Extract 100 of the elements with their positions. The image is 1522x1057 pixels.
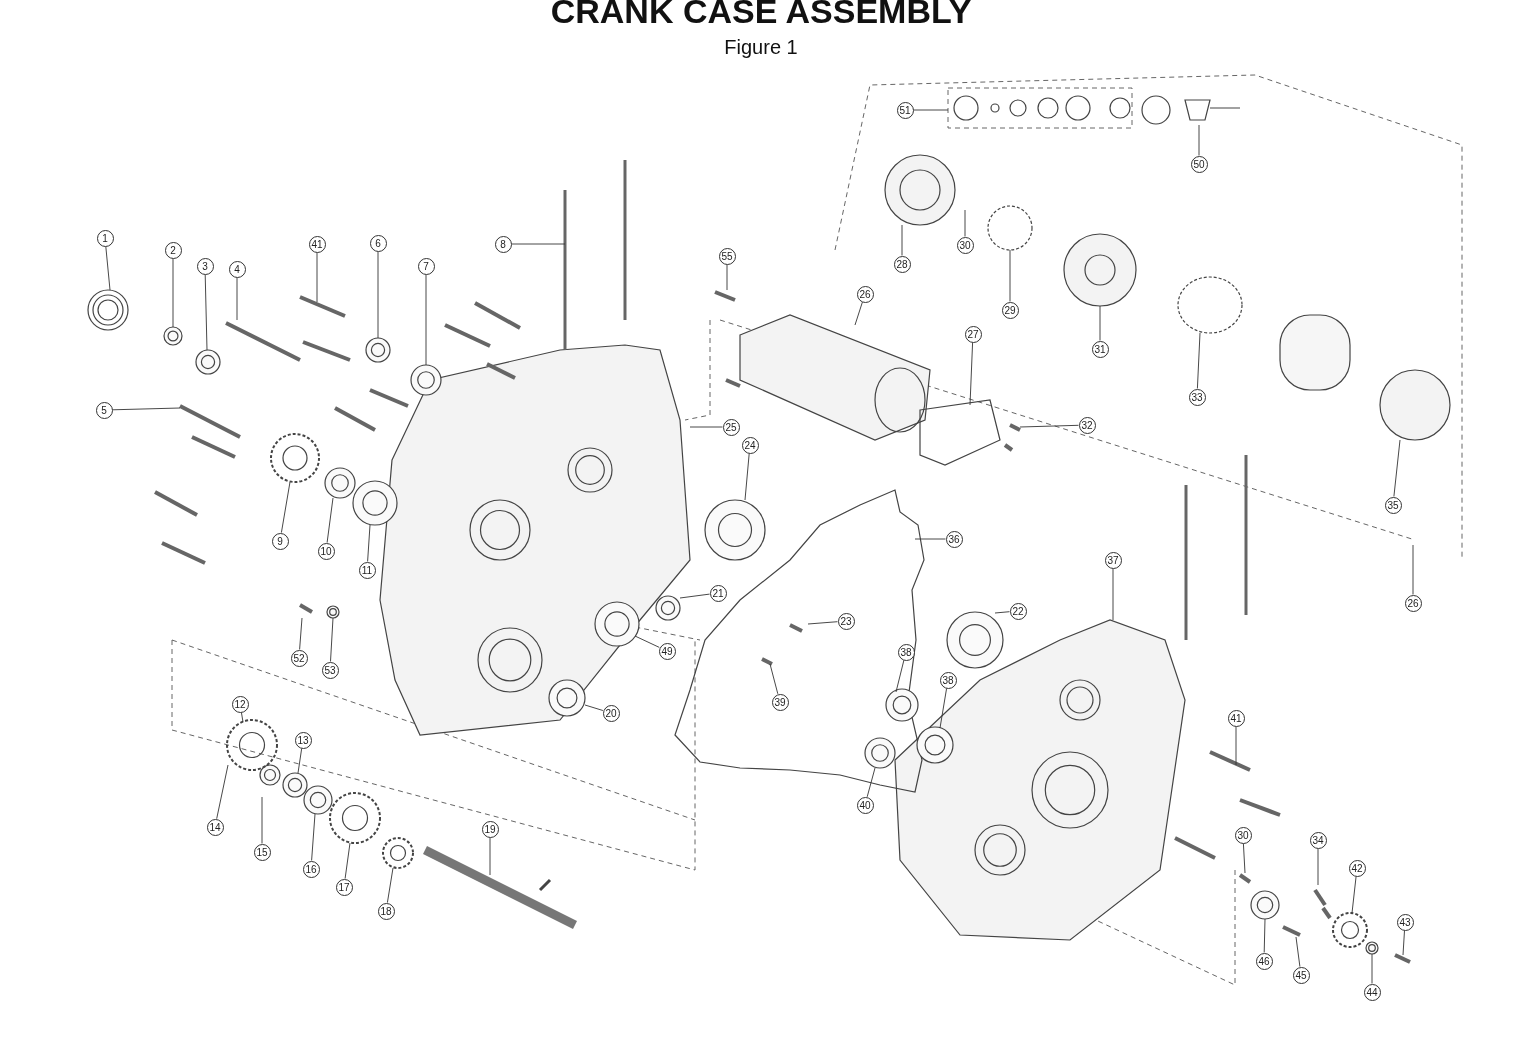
leader-line bbox=[584, 704, 604, 711]
callout-number: 38 bbox=[939, 671, 957, 689]
callout-number: 19 bbox=[481, 820, 499, 838]
callout-number: 35 bbox=[1384, 496, 1402, 514]
leader-line bbox=[330, 617, 334, 662]
callout-number: 40 bbox=[856, 796, 874, 814]
callout-number: 45 bbox=[1292, 966, 1310, 984]
leader-line bbox=[240, 711, 244, 723]
leader-line bbox=[425, 274, 427, 366]
callout-number: 46 bbox=[1255, 952, 1273, 970]
leader-line bbox=[744, 453, 750, 501]
leader-line bbox=[679, 593, 711, 599]
callout-number: 31 bbox=[1091, 340, 1109, 358]
leader-line bbox=[1263, 918, 1266, 953]
leader-line bbox=[939, 687, 948, 729]
callout-number: 13 bbox=[294, 731, 312, 749]
leader-line bbox=[854, 301, 863, 326]
leader-line bbox=[634, 635, 660, 648]
leader-line bbox=[261, 796, 263, 844]
leader-line bbox=[914, 538, 946, 540]
callout-number: 26 bbox=[856, 285, 874, 303]
callout-number: 11 bbox=[358, 561, 376, 579]
leader-line bbox=[367, 524, 371, 562]
callout-number: 24 bbox=[741, 436, 759, 454]
leader-line bbox=[1019, 424, 1079, 428]
callout-number: 38 bbox=[897, 643, 915, 661]
leader-line bbox=[1317, 848, 1319, 886]
callout-number: 23 bbox=[837, 612, 855, 630]
callout-number: 28 bbox=[893, 255, 911, 273]
leader-line bbox=[1242, 843, 1246, 874]
callout-number: 27 bbox=[964, 325, 982, 343]
callout-number: 20 bbox=[602, 704, 620, 722]
leader-line bbox=[297, 747, 303, 774]
leader-line bbox=[1351, 875, 1357, 914]
leader-line bbox=[1099, 305, 1101, 341]
callout-number: 43 bbox=[1396, 913, 1414, 931]
title: CRANK CASE ASSEMBLY bbox=[550, 0, 972, 30]
callout-number: 14 bbox=[206, 818, 224, 836]
callout-number: 55 bbox=[718, 247, 736, 265]
callout-number: 50 bbox=[1190, 155, 1208, 173]
leader-line bbox=[344, 842, 351, 880]
callout-number: 8 bbox=[494, 235, 512, 253]
leader-line bbox=[913, 109, 949, 111]
callout-number: 4 bbox=[228, 260, 246, 278]
callout-number: 16 bbox=[302, 860, 320, 878]
leader-line bbox=[1196, 332, 1201, 389]
callout-number: 52 bbox=[290, 649, 308, 667]
leader-line bbox=[689, 426, 723, 428]
leader-line bbox=[316, 252, 318, 303]
leader-line bbox=[311, 813, 316, 861]
leader-line bbox=[807, 621, 838, 625]
leader-line bbox=[216, 764, 229, 820]
leader-line bbox=[1112, 568, 1114, 621]
leader-line bbox=[895, 659, 905, 693]
callout-number: 25 bbox=[722, 418, 740, 436]
callout-number: 15 bbox=[253, 843, 271, 861]
callout-number: 30 bbox=[956, 236, 974, 254]
callout-number: 6 bbox=[369, 234, 387, 252]
callout-number: 1 bbox=[96, 229, 114, 247]
callout-number: 32 bbox=[1078, 416, 1096, 434]
callout-number: 7 bbox=[417, 257, 435, 275]
callout-number: 3 bbox=[196, 257, 214, 275]
leader-line bbox=[236, 277, 238, 321]
leader-line bbox=[866, 767, 876, 798]
leader-line bbox=[511, 243, 566, 245]
callout-number: 29 bbox=[1001, 301, 1019, 319]
callout-number: 10 bbox=[317, 542, 335, 560]
callout-number: 5 bbox=[95, 401, 113, 419]
callout-number: 51 bbox=[896, 101, 914, 119]
leader-line bbox=[172, 258, 174, 328]
callout-number: 30 bbox=[1234, 826, 1252, 844]
leader-line bbox=[204, 274, 208, 351]
leader-line bbox=[489, 837, 491, 876]
callout-number: 17 bbox=[335, 878, 353, 896]
callout-number: 37 bbox=[1104, 551, 1122, 569]
leader-line bbox=[1235, 726, 1237, 766]
callout-number: 26 bbox=[1404, 594, 1422, 612]
leader-line bbox=[377, 251, 379, 339]
callout-number: 9 bbox=[271, 532, 289, 550]
leader-line bbox=[105, 246, 111, 291]
callout-number: 22 bbox=[1009, 602, 1027, 620]
callout-number: 18 bbox=[377, 902, 395, 920]
leader-line bbox=[901, 224, 903, 256]
callout-number: 12 bbox=[231, 695, 249, 713]
leader-line bbox=[1412, 544, 1414, 595]
callout-number: 36 bbox=[945, 530, 963, 548]
callout-number: 49 bbox=[658, 642, 676, 660]
leader-line bbox=[280, 481, 291, 534]
leader-line bbox=[112, 407, 181, 411]
leader-line bbox=[299, 617, 303, 650]
leader-line bbox=[1198, 124, 1200, 156]
leader-line bbox=[1295, 936, 1301, 968]
leader-line bbox=[1393, 439, 1401, 497]
callout-number: 2 bbox=[164, 241, 182, 259]
callout-number: 44 bbox=[1363, 983, 1381, 1001]
leader-line bbox=[1402, 930, 1405, 956]
figure-caption: Figure 1 bbox=[724, 36, 798, 58]
callout-number: 53 bbox=[321, 661, 339, 679]
callout-number: 39 bbox=[771, 693, 789, 711]
leader-line bbox=[726, 264, 728, 291]
